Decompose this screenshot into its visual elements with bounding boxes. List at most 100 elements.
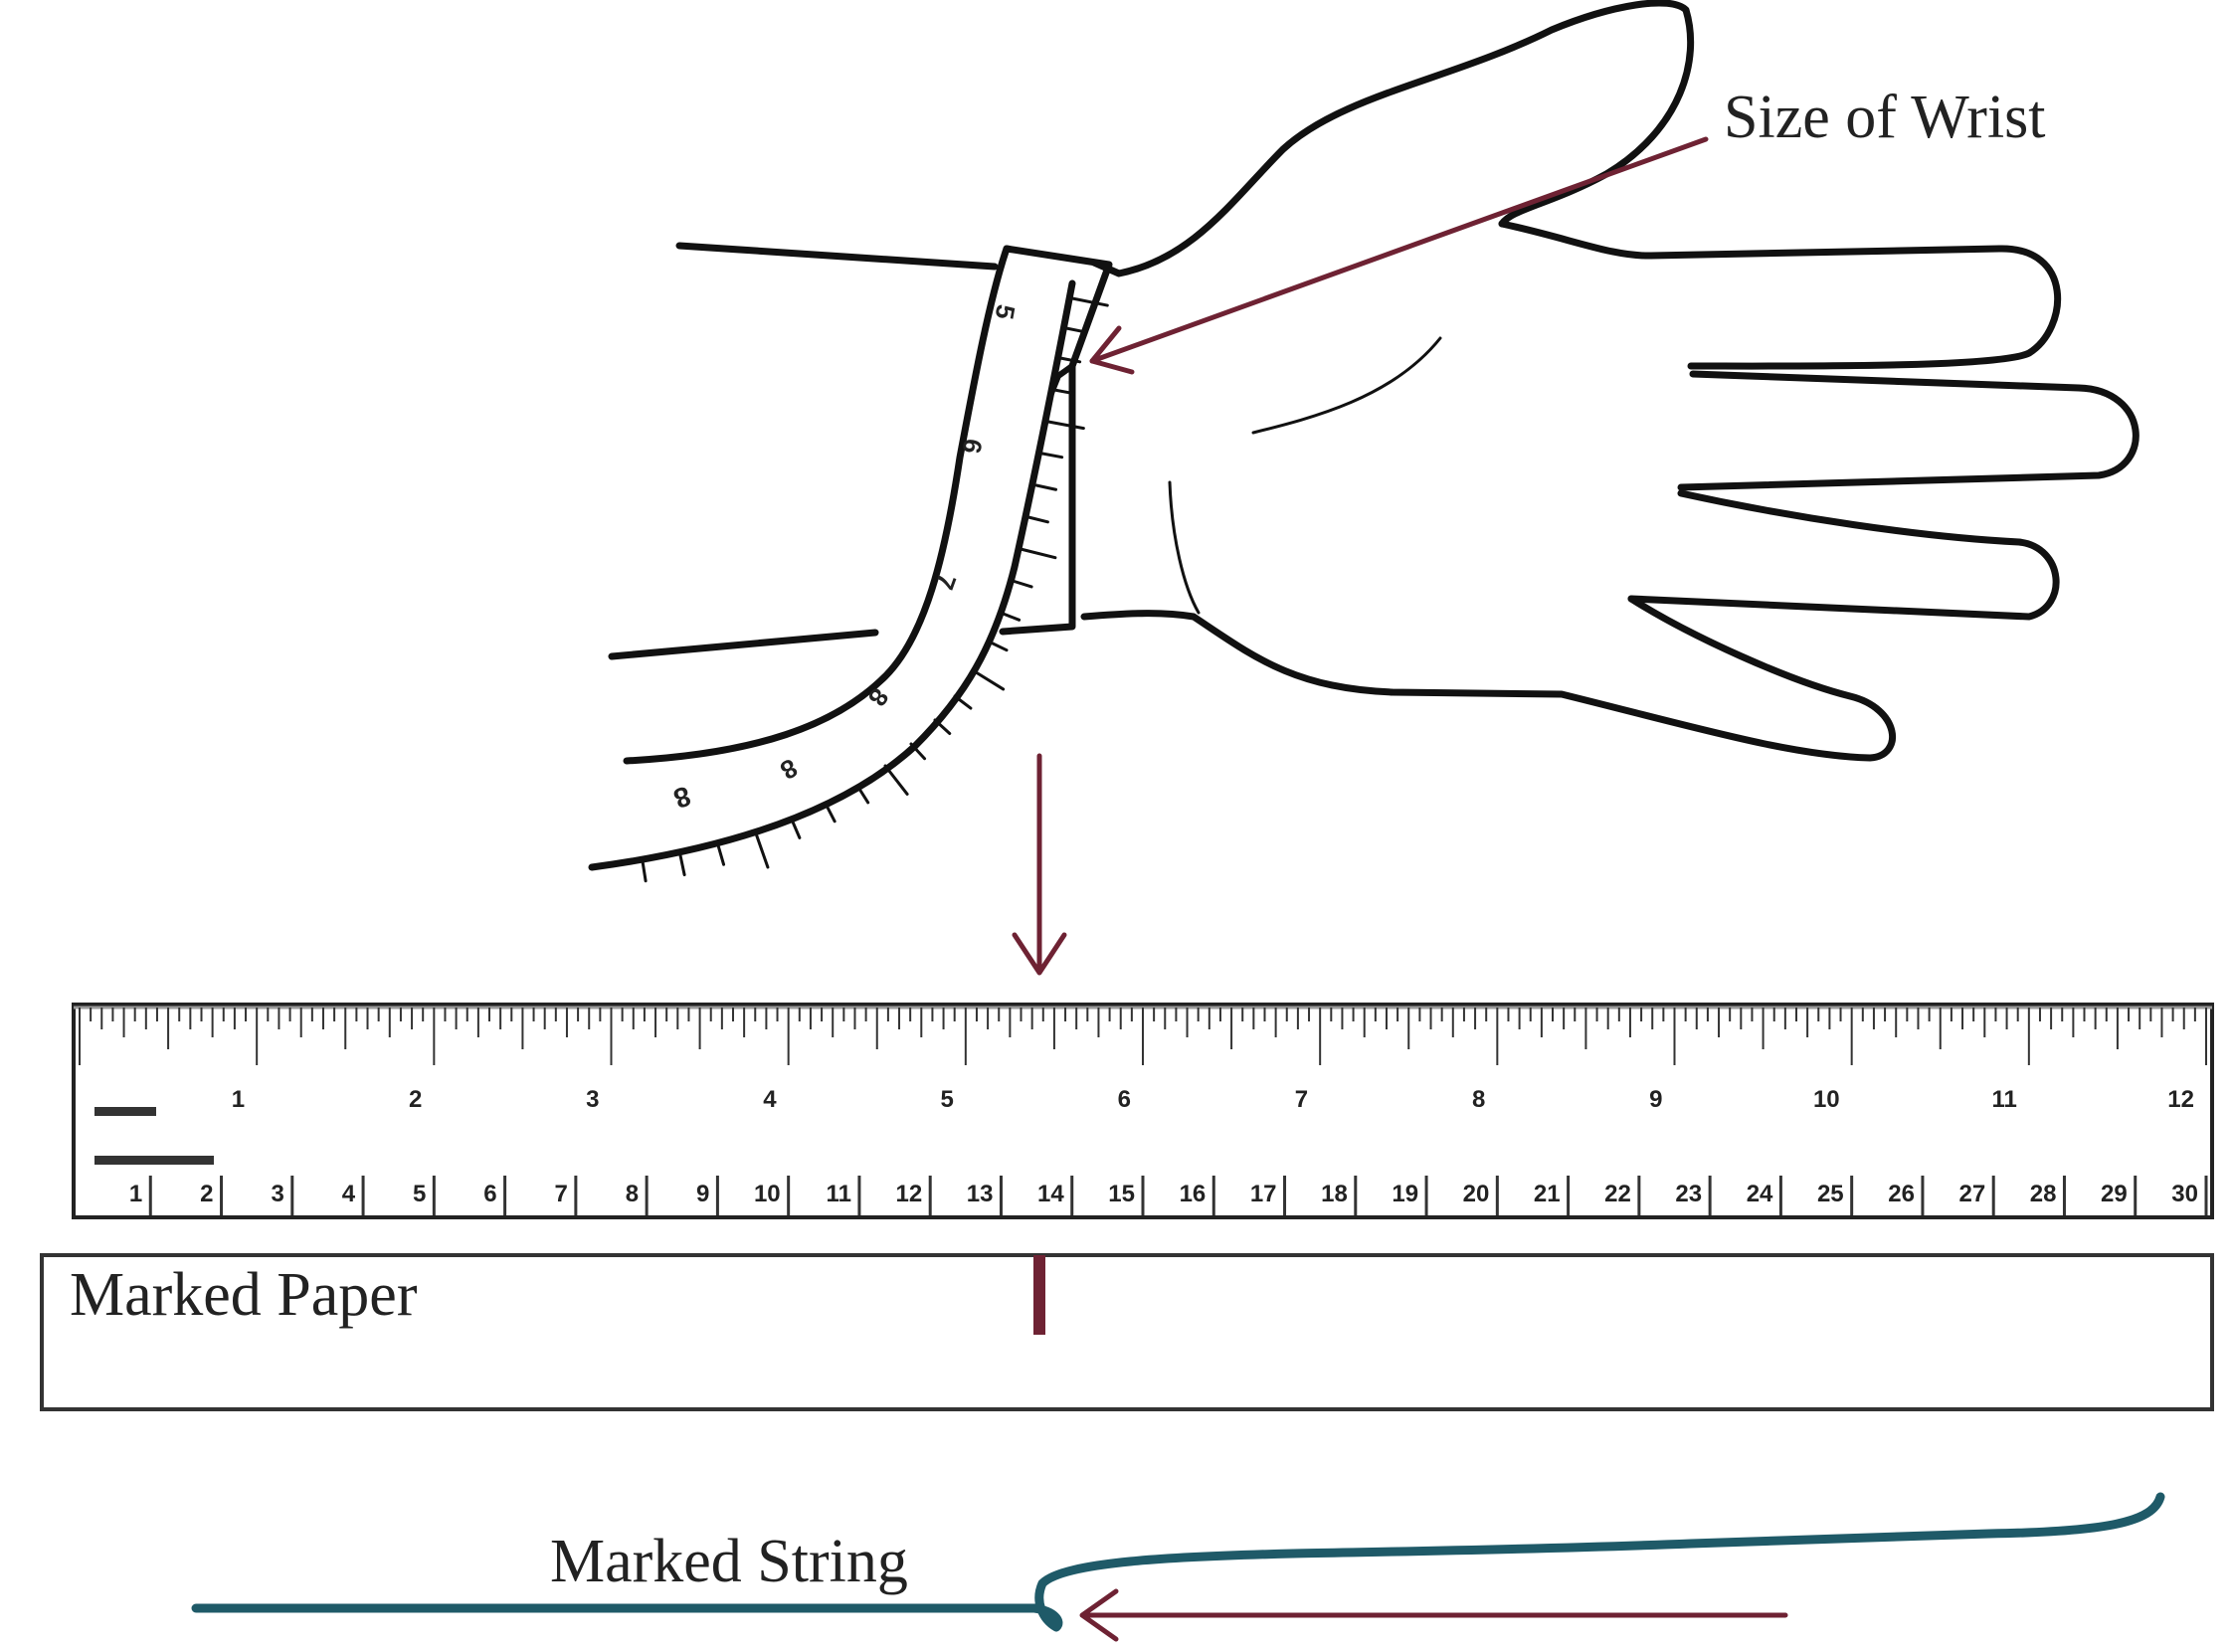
tape-tick [1070, 296, 1109, 307]
wrist-label: Size of Wrist [1724, 84, 2046, 151]
tape-tick [1064, 326, 1088, 334]
hand-illustration [608, 0, 2139, 762]
palm-crease [1251, 336, 1442, 435]
marked-paper: Marked Paper [40, 1253, 2214, 1411]
finger-3-outline [1627, 489, 2060, 621]
tape-tick [1026, 515, 1049, 524]
finger-1-outline [1498, 220, 2062, 370]
paper-label: Marked Paper [70, 1261, 418, 1329]
arm-upper-line [675, 242, 999, 271]
tape-tick [790, 818, 802, 839]
ruler-cm-label: 6 [483, 1181, 496, 1207]
tape-tick [1034, 483, 1058, 491]
marked-string: Marked String [191, 1492, 2165, 1632]
ruler-cm-label: 16 [1180, 1181, 1207, 1207]
tape-number: 5 [990, 302, 1022, 321]
ruler-cm-label: 27 [1958, 1181, 1985, 1207]
tape-tick [824, 802, 837, 824]
ruler-inch-label: 10 [1813, 1086, 1840, 1113]
ruler-cm-label: 3 [271, 1181, 283, 1207]
ruler-cm-label: 12 [895, 1181, 922, 1207]
tape-tick [999, 611, 1022, 622]
ruler-cm-label: 13 [967, 1181, 994, 1207]
tape-tick [1011, 579, 1033, 589]
wrist-arrow-head [1089, 325, 1135, 375]
ruler-inch-ticks [79, 1008, 2207, 1065]
tape-tick [909, 742, 927, 761]
tape-tick [1019, 547, 1057, 560]
ruler-inch-label: 3 [586, 1086, 599, 1113]
ruler-cm-label: 14 [1037, 1181, 1064, 1207]
tape-tick [1046, 420, 1085, 431]
tape-tail-inner [588, 279, 1076, 871]
string-arrow-head [1079, 1588, 1119, 1642]
tape-tick [1058, 356, 1082, 364]
tape-tick [716, 843, 726, 866]
ruler-inch-label: 8 [1472, 1086, 1485, 1113]
finger-2-outline [1677, 370, 2139, 491]
string-label: Marked String [550, 1528, 908, 1595]
tape-tick [678, 853, 686, 877]
paper-strip [40, 1253, 2214, 1411]
tape-tick [987, 640, 1009, 652]
ruler-cm-label: 10 [754, 1181, 781, 1207]
tape-ticks [641, 296, 1109, 883]
ruler-inch-label: 9 [1649, 1086, 1662, 1113]
ruler-inch-label: 11 [1991, 1086, 2016, 1113]
down-arrow-head [1012, 932, 1067, 976]
arm-lower-line [608, 629, 879, 660]
ruler-caption-mark [94, 1156, 214, 1165]
ruler-cm-label: 22 [1604, 1181, 1631, 1207]
ruler-cm-label: 30 [2171, 1181, 2198, 1207]
string-line [191, 1492, 2165, 1632]
tape-numbers: 5 6 7 8 8 8 [669, 302, 1021, 815]
ruler-cm-label: 9 [696, 1181, 709, 1207]
ruler-inch-label: 12 [2167, 1086, 2194, 1113]
ruler-inch-label: 2 [409, 1086, 422, 1113]
ruler-cm-label: 24 [1747, 1181, 1773, 1207]
tape-tick [933, 718, 952, 736]
ruler-inch-label: 5 [940, 1086, 953, 1113]
finger-4-outline [1080, 595, 1897, 762]
wrist-arrow [1089, 136, 1709, 364]
ruler-cm-label: 18 [1321, 1181, 1348, 1207]
tape-number: 6 [957, 437, 989, 456]
ruler-cm-label: 29 [2101, 1181, 2128, 1207]
tape-number: 8 [669, 780, 694, 814]
ruler-caption-mark [94, 1107, 156, 1116]
ruler-cm-label: 26 [1888, 1181, 1915, 1207]
measuring-tape [588, 245, 1113, 883]
tape-tick [883, 764, 909, 796]
ruler-cm-label: 8 [626, 1181, 639, 1207]
ruler-cm-label: 21 [1534, 1181, 1561, 1207]
tape-tick [855, 784, 870, 805]
arrows [1012, 136, 1788, 1642]
tape-tick [641, 859, 648, 883]
ruler-cm-label: 17 [1250, 1181, 1277, 1207]
ruler-cm-label: 15 [1108, 1181, 1135, 1207]
tape-tick [1040, 452, 1064, 459]
ruler-inch-label: 1 [232, 1086, 245, 1113]
tape-tail-outer [623, 245, 1011, 765]
ruler-cm-label: 25 [1817, 1181, 1844, 1207]
ruler-cm-label: 1 [129, 1181, 142, 1207]
thumb-mound-line [1168, 480, 1201, 615]
ruler-cm-label: 11 [827, 1181, 851, 1207]
ruler-cm-label: 7 [555, 1181, 568, 1207]
ruler-cm-label: 28 [2030, 1181, 2057, 1207]
ruler-cm-label: 20 [1463, 1181, 1490, 1207]
ruler-cm-label: 19 [1392, 1181, 1418, 1207]
ruler-cm-label: 4 [342, 1181, 356, 1207]
ruler-cm-label: 2 [200, 1181, 213, 1207]
ruler-cm-label: 23 [1675, 1181, 1702, 1207]
ruler-inch-label: 7 [1295, 1086, 1308, 1113]
paper-mark [1033, 1255, 1045, 1335]
tape-tick [754, 831, 770, 869]
ruler-inch-label: 6 [1118, 1086, 1131, 1113]
ruler-cm-ticks [148, 1176, 2208, 1215]
ruler-cm-label: 5 [413, 1181, 426, 1207]
